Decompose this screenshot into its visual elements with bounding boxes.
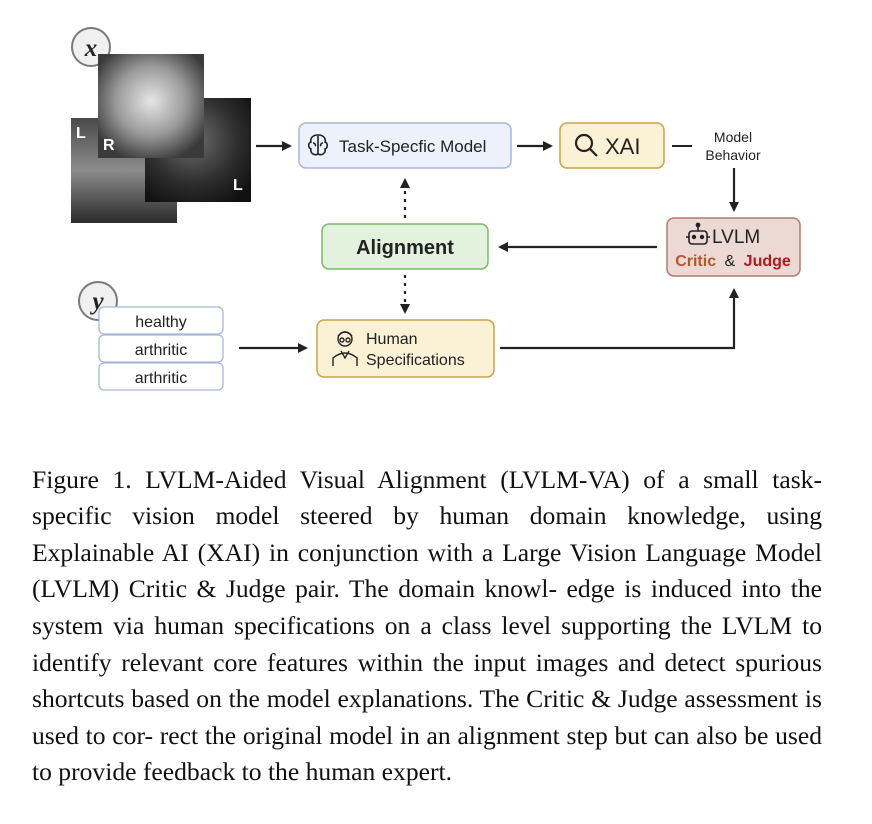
model-behavior-line2: Behavior <box>705 147 761 163</box>
xai-node: XAI <box>559 122 665 169</box>
xray-marker-l1: L <box>76 125 86 142</box>
doctor-icon <box>332 331 358 366</box>
xray-images: L R L <box>71 54 251 223</box>
lvlm-va-diagram: x L R L Task-Specfic Model XAI <box>71 27 801 391</box>
x-label: x <box>84 35 98 62</box>
arrow-human-to-lvlm <box>500 288 739 350</box>
label-text-1: arthritic <box>135 342 187 359</box>
xray-marker-r: R <box>103 137 115 154</box>
critic-label: Critic <box>675 253 716 270</box>
alignment-node: Alignment <box>321 223 489 270</box>
label-box-0 <box>98 306 224 335</box>
magnifier-icon <box>574 133 598 157</box>
label-text-2: arthritic <box>135 370 187 387</box>
human-spec-node: Human Specifications <box>316 319 495 378</box>
svg-text:Critic & Judge: Critic & Judge <box>675 253 791 270</box>
task-model-node: Task-Specfic Model <box>298 122 512 169</box>
human-spec-line1: Human <box>366 331 418 348</box>
xray-marker-l2: L <box>233 177 243 194</box>
lvlm-label: LVLM <box>712 227 760 248</box>
label-box-2 <box>98 362 224 391</box>
label-text-0: healthy <box>135 314 187 331</box>
model-behavior-line1: Model <box>714 129 752 145</box>
xai-label: XAI <box>605 134 640 159</box>
class-labels: healthy arthritic arthritic <box>98 306 224 391</box>
judge-label: Judge <box>744 253 791 270</box>
amp-label: & <box>725 253 736 270</box>
task-model-label: Task-Specfic Model <box>339 137 486 156</box>
lvlm-node: LVLM Critic & Judge <box>666 217 801 277</box>
figure-caption: Figure 1. LVLM-Aided Visual Alignment (L… <box>32 464 822 787</box>
brain-icon <box>307 134 329 156</box>
robot-icon <box>686 222 710 245</box>
label-box-1 <box>98 334 224 363</box>
alignment-label: Alignment <box>356 237 454 259</box>
xray-image-front <box>98 54 204 158</box>
human-spec-line2: Specifications <box>366 352 465 369</box>
